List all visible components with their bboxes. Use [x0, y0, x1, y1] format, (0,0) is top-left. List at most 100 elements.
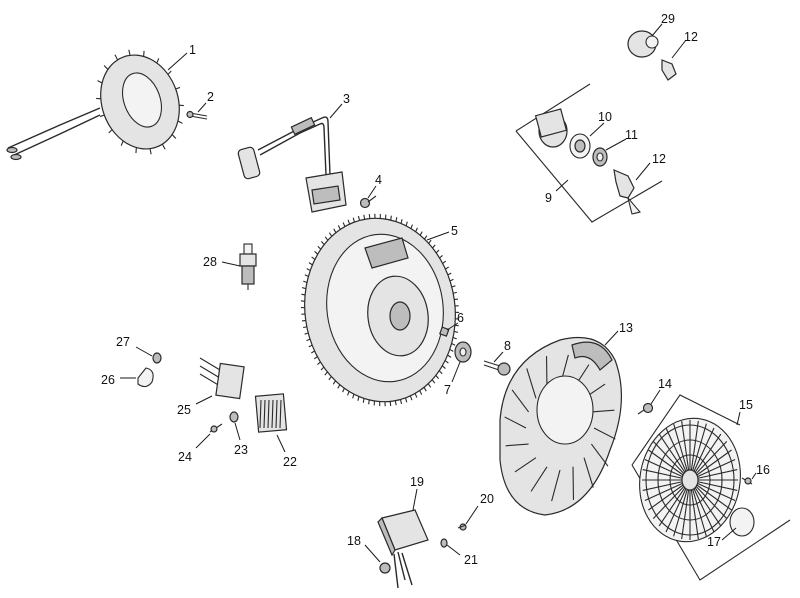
bolt-part-8: [483, 360, 511, 376]
callout-9: 9: [545, 191, 552, 205]
screen-spoke: [693, 488, 715, 533]
bolt-part-2: [186, 110, 208, 120]
stator-tooth: [108, 129, 113, 134]
ring-gear-tooth: [320, 366, 325, 371]
ring-gear-tooth: [454, 324, 459, 327]
ignition-coil-part: [237, 116, 347, 213]
screen-spoke: [692, 423, 707, 471]
callout-2: 2: [207, 90, 214, 104]
housing-fin: [591, 409, 615, 413]
ring-gear-tooth: [453, 291, 457, 294]
housing-fin: [504, 416, 527, 429]
ring-gear-tooth: [301, 287, 306, 290]
housing-fin: [514, 457, 537, 473]
ring-gear-tooth: [352, 393, 355, 399]
screen-ring: [669, 454, 711, 506]
ring-gear-tooth: [431, 379, 436, 384]
ring-gear-tooth: [444, 360, 449, 364]
callout-13: 13: [619, 321, 633, 335]
ignition-switch-kit-part: [515, 83, 663, 223]
stator-tooth: [128, 49, 131, 56]
ring-gear-tooth: [314, 251, 319, 255]
callout-3: 3: [343, 92, 350, 106]
ring-gear-tooth: [428, 239, 432, 244]
callout-19: 19: [410, 475, 424, 489]
stator-tooth: [167, 70, 172, 75]
ring-gear-tooth: [301, 293, 306, 296]
housing-fin: [526, 368, 537, 399]
ring-gear-tooth: [419, 231, 423, 236]
ring-gear-tooth: [423, 387, 427, 392]
ring-gear-tooth: [415, 227, 418, 233]
ring-gear-tooth: [405, 221, 408, 227]
rectifier-module-part: [377, 509, 467, 589]
callout-27: 27: [116, 335, 130, 349]
regulator-fin: [271, 399, 274, 429]
callout-12b: 12: [652, 152, 666, 166]
ring-gear-tooth: [324, 236, 329, 241]
ring-gear-tooth: [449, 348, 454, 352]
screen-spoke: [690, 420, 699, 471]
ring-gear-tooth: [447, 354, 452, 358]
ring-gear-tooth: [303, 326, 307, 329]
screen-spoke: [642, 481, 683, 491]
screen-ring: [657, 439, 723, 521]
ring-gear-tooth: [445, 266, 449, 270]
housing-fin: [505, 443, 529, 447]
ring-gear-tooth: [427, 383, 432, 388]
callout-8: 8: [504, 339, 511, 353]
bolt-part-14: [637, 402, 654, 415]
ring-gear-tooth: [311, 350, 315, 354]
ring-gear-tooth: [439, 254, 443, 259]
ring-gear-tooth: [424, 235, 428, 240]
screen-spoke: [681, 420, 690, 471]
callout-16: 16: [756, 463, 770, 477]
bolt-part-4: [359, 195, 377, 209]
spark-plug-part: [239, 243, 257, 290]
callout-29: 29: [661, 12, 675, 26]
screen-spoke: [681, 489, 690, 540]
ring-gear-tooth: [447, 272, 452, 276]
ring-gear-tooth: [435, 249, 440, 254]
stator-tooth: [120, 140, 124, 146]
ring-gear-tooth: [363, 214, 366, 220]
regulator-fin: [279, 399, 282, 429]
ring-gear-tooth: [308, 262, 313, 266]
callout-17: 17: [707, 535, 721, 549]
ring-gear-tooth: [357, 215, 361, 221]
ring-gear-tooth: [313, 356, 318, 360]
screen-spoke: [652, 486, 685, 519]
ring-gear-tooth: [368, 213, 371, 219]
callout-10: 10: [598, 110, 612, 124]
callout-4: 4: [375, 173, 382, 187]
ring-gear-tooth: [304, 274, 309, 277]
screen-spoke: [644, 482, 683, 502]
ring-gear-tooth: [395, 217, 398, 222]
housing-fin: [593, 427, 616, 440]
ring-gear-tooth: [342, 387, 345, 393]
ring-gear-tooth: [306, 268, 311, 272]
ring-gear-tooth: [342, 222, 346, 227]
screen-spoke: [694, 433, 722, 473]
stator-tooth: [175, 86, 181, 90]
ring-gear-tooth: [400, 219, 403, 224]
callout-5: 5: [451, 224, 458, 238]
stator-tooth: [103, 65, 109, 70]
ring-gear-tooth: [390, 215, 392, 221]
ring-gear-tooth: [399, 399, 403, 405]
screen-spoke: [694, 487, 722, 527]
screen-spoke: [697, 482, 736, 502]
ring-gear-tooth: [452, 337, 457, 340]
ring-gear-tooth: [317, 245, 322, 250]
regulator-fin: [259, 399, 262, 429]
ring-gear-tooth: [454, 298, 459, 301]
ring-gear-tooth: [332, 380, 336, 385]
callout-28: 28: [203, 255, 217, 269]
ring-gear-tooth: [303, 280, 308, 283]
callout-1: 1: [189, 43, 196, 57]
housing-fin: [551, 469, 561, 502]
ring-gear-tooth: [389, 401, 392, 407]
callout-7: 7: [444, 383, 451, 397]
ring-gear-tooth: [337, 225, 341, 230]
